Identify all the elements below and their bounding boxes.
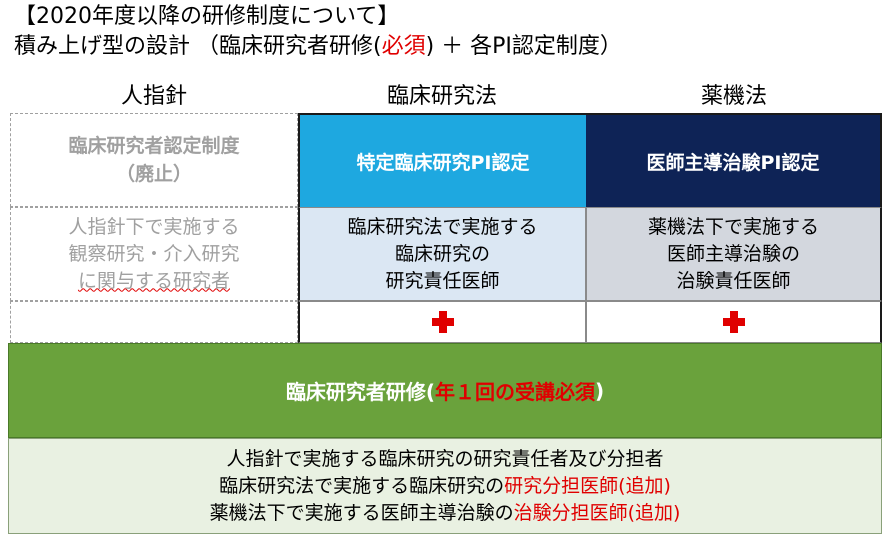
training-close: ) (595, 378, 605, 403)
trial-principal-investigator-cell: 薬機法下で実施する 医師主導治験の 治験責任医師 (586, 207, 882, 301)
principal-investigator-line3: 研究責任医師 (385, 269, 500, 292)
principal-investigator-line2: 臨床研究の (394, 242, 490, 265)
heading-line2-pre: 積み上げ型の設計 （臨床研究者研修( (14, 34, 382, 59)
scope-line1: 人指針で実施する臨床研究の研究責任者及び分担者 (226, 447, 664, 470)
principal-investigator-cell: 臨床研究法で実施する 臨床研究の 研究責任医師 (298, 207, 586, 301)
heading-line2-post: ) ＋ 各PI認定制度） (425, 34, 622, 59)
guideline-researchers-line2: 観察研究・介入研究 (68, 242, 240, 265)
scope-line3-added: 治験分担医師(追加) (513, 501, 681, 524)
scope-line2-text: 臨床研究法で実施する臨床研究の (219, 474, 505, 497)
scope-line2: 臨床研究法で実施する臨床研究の研究分担医師(追加) (219, 473, 671, 500)
training-required-annual: 年１回の受講必須 (435, 380, 595, 404)
empty-plus-cell (10, 301, 298, 343)
training-label: 臨床研究者研修( (285, 380, 435, 404)
heading-required-text: 必須 (381, 34, 426, 59)
principal-investigator-line1: 臨床研究法で実施する (347, 215, 538, 238)
plus-cell-clinical-research (298, 301, 586, 343)
column-header-pmd-act: 薬機法 (700, 84, 767, 109)
specified-clinical-research-pi-cell: 特定臨床研究PI認定 (298, 113, 586, 207)
trial-principal-investigator-line3: 治験責任医師 (676, 269, 791, 292)
plus-cell-trial (586, 301, 882, 343)
guideline-researchers-cell: 人指針下で実施する 観察研究・介入研究 に関与する研究者 (10, 207, 298, 301)
guideline-researchers-line1: 人指針下で実施する (68, 215, 240, 238)
scope-line2-added: 研究分担医師(追加) (504, 474, 671, 497)
column-header-clinical-research-act: 臨床研究法 (386, 84, 497, 109)
column-header-guideline: 人指針 (120, 84, 187, 109)
training-scope-box: 人指針で実施する臨床研究の研究責任者及び分担者 臨床研究法で実施する臨床研究の研… (8, 438, 882, 534)
investigator-initiated-trial-pi-cell: 医師主導治験PI認定 (586, 113, 882, 207)
trial-principal-investigator-line2: 医師主導治験の (666, 242, 800, 265)
guideline-researchers-line3: に関与する研究者 (77, 269, 230, 292)
scope-line3-text: 薬機法下で実施する医師主導治験の (209, 501, 514, 524)
heading-line2: 積み上げ型の設計 （臨床研究者研修(必須) ＋ 各PI認定制度） (14, 34, 622, 60)
abolished-label: （廃止） (115, 163, 192, 185)
investigator-initiated-trial-pi-label: 医師主導治験PI認定 (646, 151, 820, 174)
abolished-certification-cell: 臨床研究者認定制度 （廃止） (10, 113, 298, 207)
abolished-certification-title: 臨床研究者認定制度 (68, 135, 240, 157)
red-plus-icon (431, 311, 454, 333)
clinical-researcher-training-bar: 臨床研究者研修(年１回の受講必須) (8, 343, 882, 438)
specified-clinical-research-pi-label: 特定臨床研究PI認定 (356, 151, 530, 174)
red-plus-icon (722, 311, 745, 333)
heading-line1: 【2020年度以降の研修制度について】 (14, 4, 400, 29)
scope-line3: 薬機法下で実施する医師主導治験の治験分担医師(追加) (210, 500, 681, 527)
trial-principal-investigator-line1: 薬機法下で実施する (647, 215, 819, 238)
